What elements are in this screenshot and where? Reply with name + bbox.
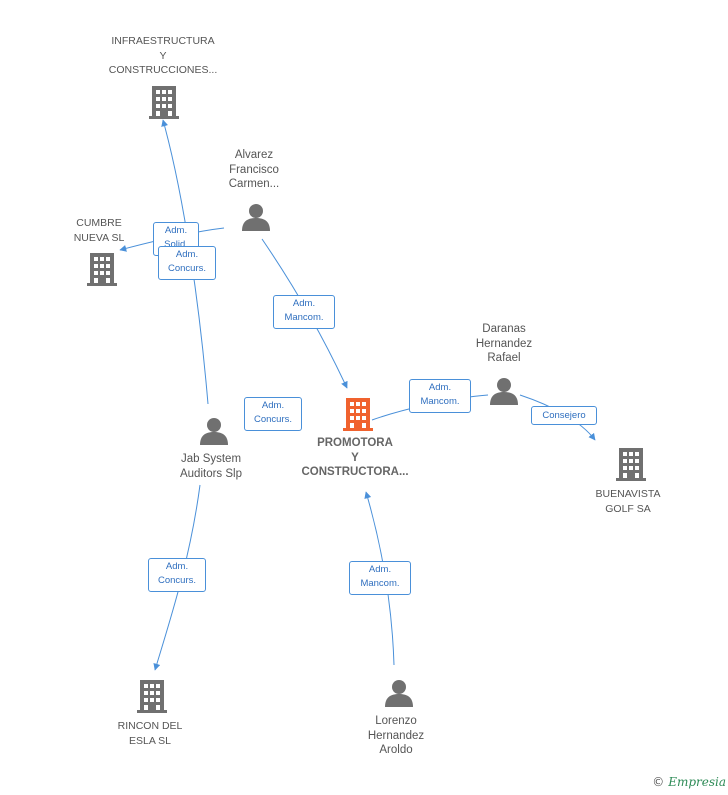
person-icon[interactable] bbox=[200, 418, 228, 445]
person-icon[interactable] bbox=[490, 378, 518, 405]
brand-name: Empresia bbox=[668, 775, 726, 789]
person-icon[interactable] bbox=[385, 680, 413, 707]
copyright-icon: © bbox=[652, 775, 665, 789]
node-label-alvarez[interactable]: Alvarez Francisco Carmen... bbox=[228, 149, 280, 190]
person-icon[interactable] bbox=[242, 204, 270, 231]
building-icon[interactable] bbox=[616, 448, 646, 481]
node-label-rincon[interactable]: RINCON DEL ESLA SL bbox=[117, 720, 183, 747]
node-label-daranas[interactable]: Daranas Hernandez Rafael bbox=[475, 323, 533, 364]
edge-label-jab-promotora[interactable]: Adm. Concurs. bbox=[244, 397, 302, 431]
building-icon[interactable] bbox=[137, 680, 167, 713]
node-label-buenavista[interactable]: BUENAVISTA GOLF SA bbox=[595, 488, 661, 515]
building-icon[interactable] bbox=[149, 86, 179, 119]
footer-brand: ©Empresia bbox=[652, 775, 726, 789]
node-label-cumbre[interactable]: CUMBRE NUEVA SL bbox=[73, 217, 125, 244]
edge-label-lorenzo-promotora[interactable]: Adm. Mancom. bbox=[349, 561, 411, 595]
edge-label-jab-rincon[interactable]: Adm. Concurs. bbox=[148, 558, 206, 592]
node-label-promotora[interactable]: PROMOTORA Y CONSTRUCTORA... bbox=[301, 437, 409, 478]
edge-label-alvarez-promotora[interactable]: Adm. Mancom. bbox=[273, 295, 335, 329]
edge-label-daranas-promotora[interactable]: Adm. Mancom. bbox=[409, 379, 471, 413]
building-icon[interactable] bbox=[87, 253, 117, 286]
edge-label-jab-infra[interactable]: Adm. Concurs. bbox=[158, 246, 216, 280]
node-label-jab[interactable]: Jab System Auditors Slp bbox=[179, 453, 242, 480]
edge-label-daranas-buenavista[interactable]: Consejero bbox=[531, 406, 597, 425]
node-label-lorenzo[interactable]: Lorenzo Hernandez Aroldo bbox=[367, 715, 425, 756]
building-icon[interactable] bbox=[343, 398, 373, 431]
node-label-infraestructura[interactable]: INFRAESTRUCTURA Y CONSTRUCCIONES... bbox=[108, 35, 218, 76]
